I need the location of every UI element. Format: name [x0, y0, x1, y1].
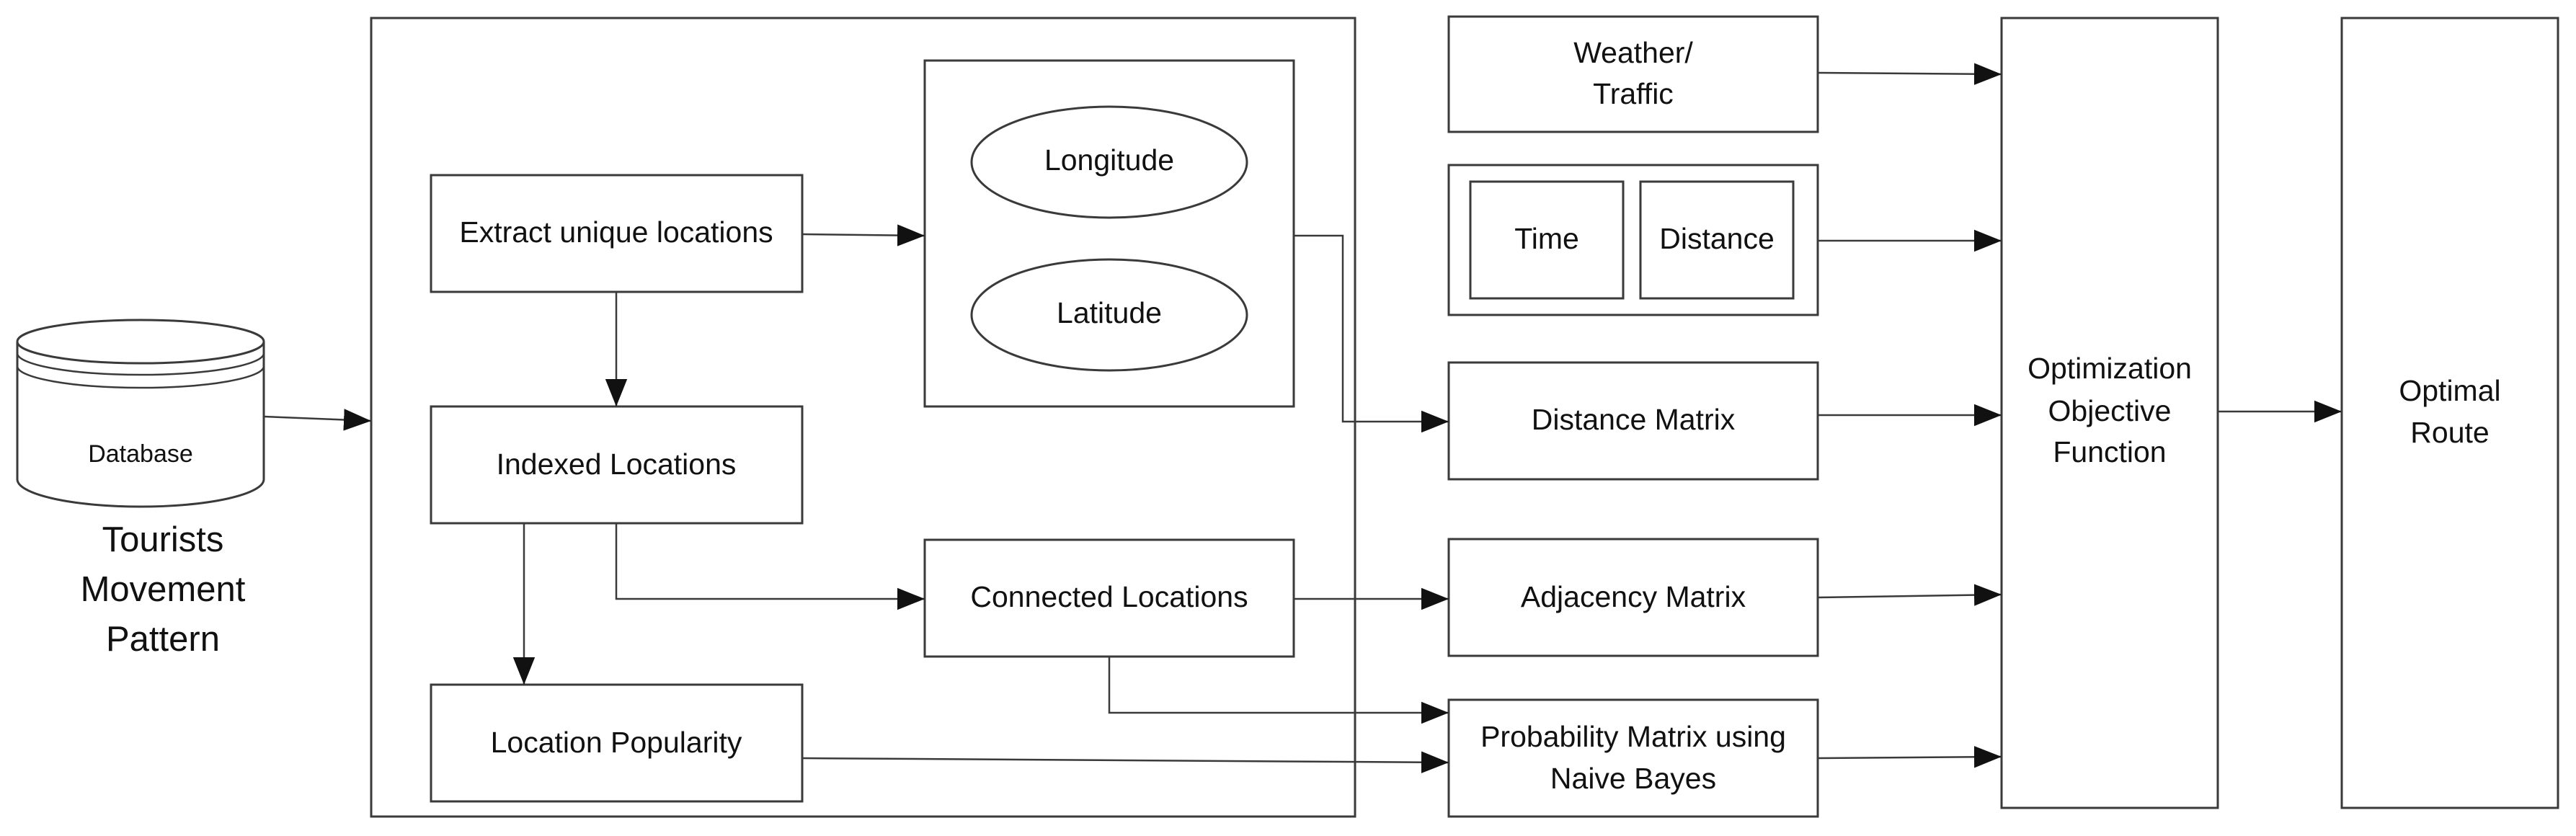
arrow-weather-to-optimization	[1817, 63, 2002, 85]
database-caption: Tourists Movement Pattern	[81, 520, 246, 659]
arrow-probability-to-optimization	[1817, 746, 2002, 768]
arrow-popularity-to-probability	[801, 751, 1449, 773]
location-popularity-label: Location Popularity	[491, 726, 742, 759]
distance-matrix-box	[1447, 361, 1819, 481]
optimization-label-line-1: Optimization	[2028, 352, 2192, 385]
database-cylinder	[16, 319, 265, 508]
database-caption-line-3: Pattern	[106, 620, 220, 659]
time-box	[1469, 180, 1625, 300]
location-popularity-box	[430, 683, 804, 803]
probability-matrix-box	[1447, 698, 1819, 818]
distance-matrix-label: Distance Matrix	[1532, 403, 1736, 436]
indexed-locations-label: Indexed Locations	[497, 448, 737, 481]
arrow-indexed-to-connected	[615, 523, 925, 610]
optimization-box	[2000, 17, 2219, 809]
adjacency-matrix-box	[1447, 538, 1819, 657]
weather-traffic-box	[1447, 15, 1819, 133]
database-caption-line-2: Movement	[81, 570, 246, 609]
connected-locations-box	[923, 538, 1295, 658]
arrow-extract-to-coordinates	[801, 224, 925, 246]
extract-unique-locations-box	[430, 174, 804, 293]
arrow-coordinates-to-distance-matrix	[1294, 234, 1449, 433]
optimization-label-line-2: Objective	[2048, 394, 2172, 427]
probability-matrix-label-line-2: Naive Bayes	[1550, 762, 1716, 795]
latitude-label: Latitude	[1057, 296, 1162, 329]
arrow-adjacency-to-optimization	[1817, 584, 2002, 606]
weather-traffic-label-line-2: Traffic	[1593, 77, 1674, 110]
extract-unique-locations-label: Extract unique locations	[459, 215, 773, 249]
longitude-ellipse	[970, 105, 1248, 219]
optimal-route-box	[2340, 17, 2559, 809]
distance-label: Distance	[1659, 222, 1775, 255]
optimal-route-label-line-1: Optimal	[2399, 374, 2500, 407]
longitude-label: Longitude	[1044, 143, 1174, 177]
time-label: Time	[1514, 222, 1579, 255]
database-label: Database	[88, 440, 193, 468]
weather-traffic-label-line-1: Weather/	[1573, 36, 1693, 69]
distance-box	[1639, 180, 1795, 300]
database-caption-line-1: Tourists	[102, 520, 224, 559]
probability-matrix-label-line-1: Probability Matrix using	[1480, 720, 1786, 753]
connected-locations-label: Connected Locations	[970, 580, 1248, 613]
optimization-label-line-3: Function	[2053, 435, 2166, 468]
arrow-database-to-processing	[263, 409, 372, 431]
optimal-route-label-line-2: Route	[2410, 416, 2489, 449]
arrow-connected-to-probability	[1108, 657, 1449, 724]
latitude-ellipse	[970, 258, 1248, 372]
adjacency-matrix-label: Adjacency Matrix	[1521, 580, 1746, 613]
